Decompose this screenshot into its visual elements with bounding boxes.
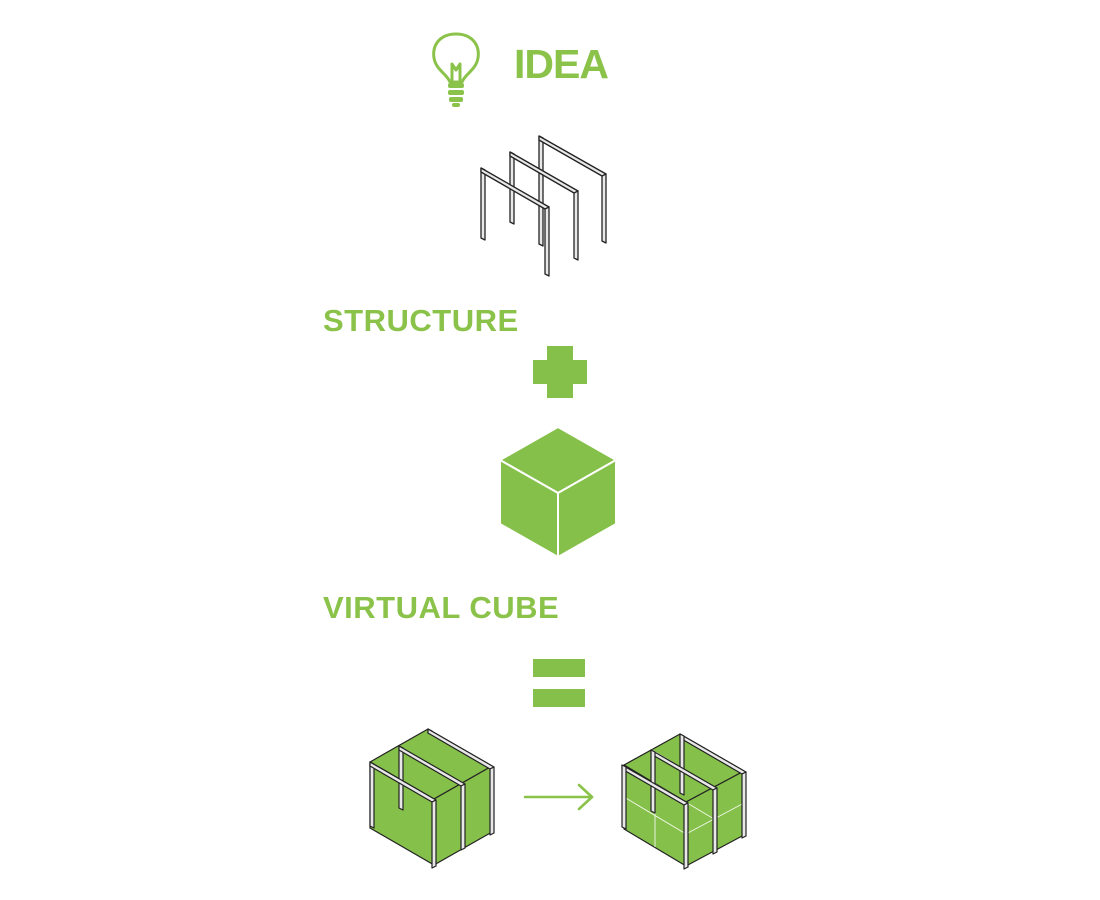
structure-frames-diagram — [480, 135, 607, 277]
portal-frame-front — [480, 167, 550, 277]
combined-structure-cube-diagram — [369, 728, 495, 869]
cube-right-face — [557, 459, 617, 558]
equals-icon — [533, 659, 585, 707]
lightbulb-icon — [432, 32, 480, 107]
portal-frame-back — [538, 135, 607, 247]
virtual-cube-label: VIRTUAL CUBE — [323, 590, 560, 625]
portal-frame-middle — [509, 151, 579, 261]
arrow-right-icon — [523, 783, 594, 811]
plus-icon — [533, 346, 587, 398]
virtual-cube-diagram — [499, 426, 617, 558]
subdivided-cube-diagram — [621, 733, 747, 870]
page-title: IDEA — [514, 41, 609, 87]
structure-label: STRUCTURE — [323, 303, 519, 338]
